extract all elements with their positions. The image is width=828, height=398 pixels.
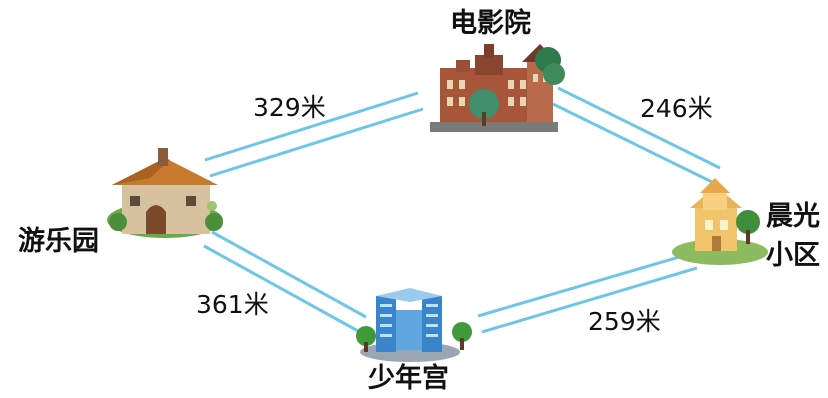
community-label-line1: 晨光	[766, 201, 820, 232]
community-label-line2: 小区	[766, 240, 820, 271]
road-youth-palace-community	[477, 251, 698, 334]
blue-office-building-icon	[356, 288, 472, 362]
park-label: 游乐园	[18, 226, 99, 257]
distance-youth-palace-community: 259米	[588, 307, 661, 336]
youth-palace-label: 少年宫	[368, 363, 449, 394]
cinema-building-icon	[430, 44, 565, 132]
cinema-label: 电影院	[450, 8, 531, 39]
stone-cottage-icon	[107, 148, 223, 238]
roads	[203, 86, 721, 334]
distance-park-youth-palace: 361米	[196, 290, 269, 319]
road-cinema-community	[552, 86, 721, 185]
distance-park-cinema: 329米	[253, 93, 326, 122]
road-park-cinema	[204, 91, 424, 178]
distance-cinema-community: 246米	[640, 94, 713, 123]
road-park-youth-palace	[203, 230, 367, 333]
yellow-houses-icon	[672, 178, 768, 265]
